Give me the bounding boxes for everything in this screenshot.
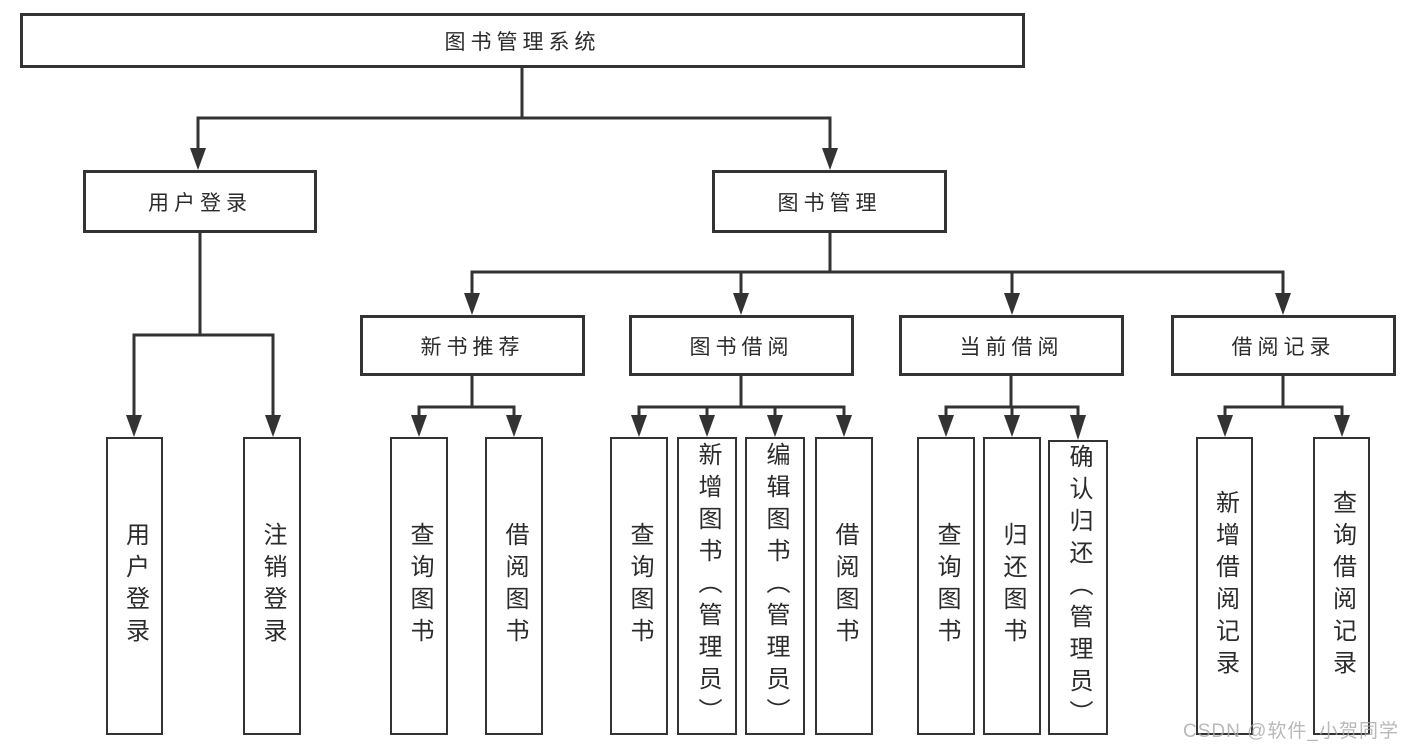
node-query-books-borrow: 查询图书 bbox=[610, 437, 668, 735]
node-book-management-label: 图书管理 bbox=[777, 191, 882, 215]
node-add-borrow-record: 新增借阅记录 bbox=[1196, 437, 1253, 735]
node-new-book-recommend-label: 新书推荐 bbox=[420, 335, 525, 359]
node-query-books-borrow-label: 查询图书 bbox=[626, 522, 653, 650]
node-borrow-books-leaf: 借阅图书 bbox=[815, 437, 873, 735]
node-book-borrow-label: 图书借阅 bbox=[689, 335, 794, 359]
arrowheads bbox=[126, 148, 1350, 440]
node-book-borrow: 图书借阅 bbox=[629, 315, 854, 376]
node-query-books-current-label: 查询图书 bbox=[933, 522, 960, 650]
node-edit-book-admin-label: 编辑图书（管理员） bbox=[762, 442, 789, 730]
node-return-book: 归还图书 bbox=[983, 437, 1041, 735]
node-new-book-recommend: 新书推荐 bbox=[360, 315, 585, 376]
node-add-borrow-record-label: 新增借阅记录 bbox=[1211, 490, 1239, 682]
node-borrow-books-recommend-label: 借阅图书 bbox=[501, 522, 528, 650]
node-return-book-label: 归还图书 bbox=[999, 522, 1026, 650]
node-confirm-return-admin: 确认归还（管理员） bbox=[1048, 440, 1108, 735]
node-borrow-books-recommend: 借阅图书 bbox=[485, 437, 543, 735]
node-logout: 注销登录 bbox=[243, 437, 301, 735]
node-book-management: 图书管理 bbox=[712, 170, 947, 233]
node-borrow-records-label: 借阅记录 bbox=[1231, 335, 1336, 359]
node-borrow-books-leaf-label: 借阅图书 bbox=[831, 522, 858, 650]
node-add-book-admin: 新增图书（管理员） bbox=[677, 437, 737, 735]
node-edit-book-admin: 编辑图书（管理员） bbox=[745, 437, 805, 735]
node-confirm-return-admin-label: 确认归还（管理员） bbox=[1065, 443, 1092, 732]
node-user-login: 用户登录 bbox=[83, 170, 317, 233]
node-root-label: 图书管理系统 bbox=[444, 30, 601, 54]
node-add-book-admin-label: 新增图书（管理员） bbox=[694, 442, 721, 730]
node-user-login-leaf-label: 用户登录 bbox=[121, 522, 149, 650]
node-logout-label: 注销登录 bbox=[259, 522, 286, 650]
node-query-books-current: 查询图书 bbox=[917, 437, 975, 735]
node-query-borrow-record-label: 查询借阅记录 bbox=[1328, 490, 1356, 682]
node-current-borrow-label: 当前借阅 bbox=[959, 335, 1064, 359]
node-current-borrow: 当前借阅 bbox=[899, 315, 1124, 376]
connector-lines bbox=[132, 68, 1344, 419]
node-user-login-label: 用户登录 bbox=[148, 191, 252, 215]
node-query-borrow-record: 查询借阅记录 bbox=[1313, 437, 1370, 735]
watermark: CSDN @软件_小贺同学 bbox=[1183, 721, 1399, 742]
node-root: 图书管理系统 bbox=[20, 13, 1025, 68]
node-user-login-leaf: 用户登录 bbox=[106, 437, 163, 735]
node-query-books-recommend: 查询图书 bbox=[390, 437, 448, 735]
node-borrow-records: 借阅记录 bbox=[1171, 315, 1396, 376]
node-query-books-recommend-label: 查询图书 bbox=[406, 522, 433, 650]
